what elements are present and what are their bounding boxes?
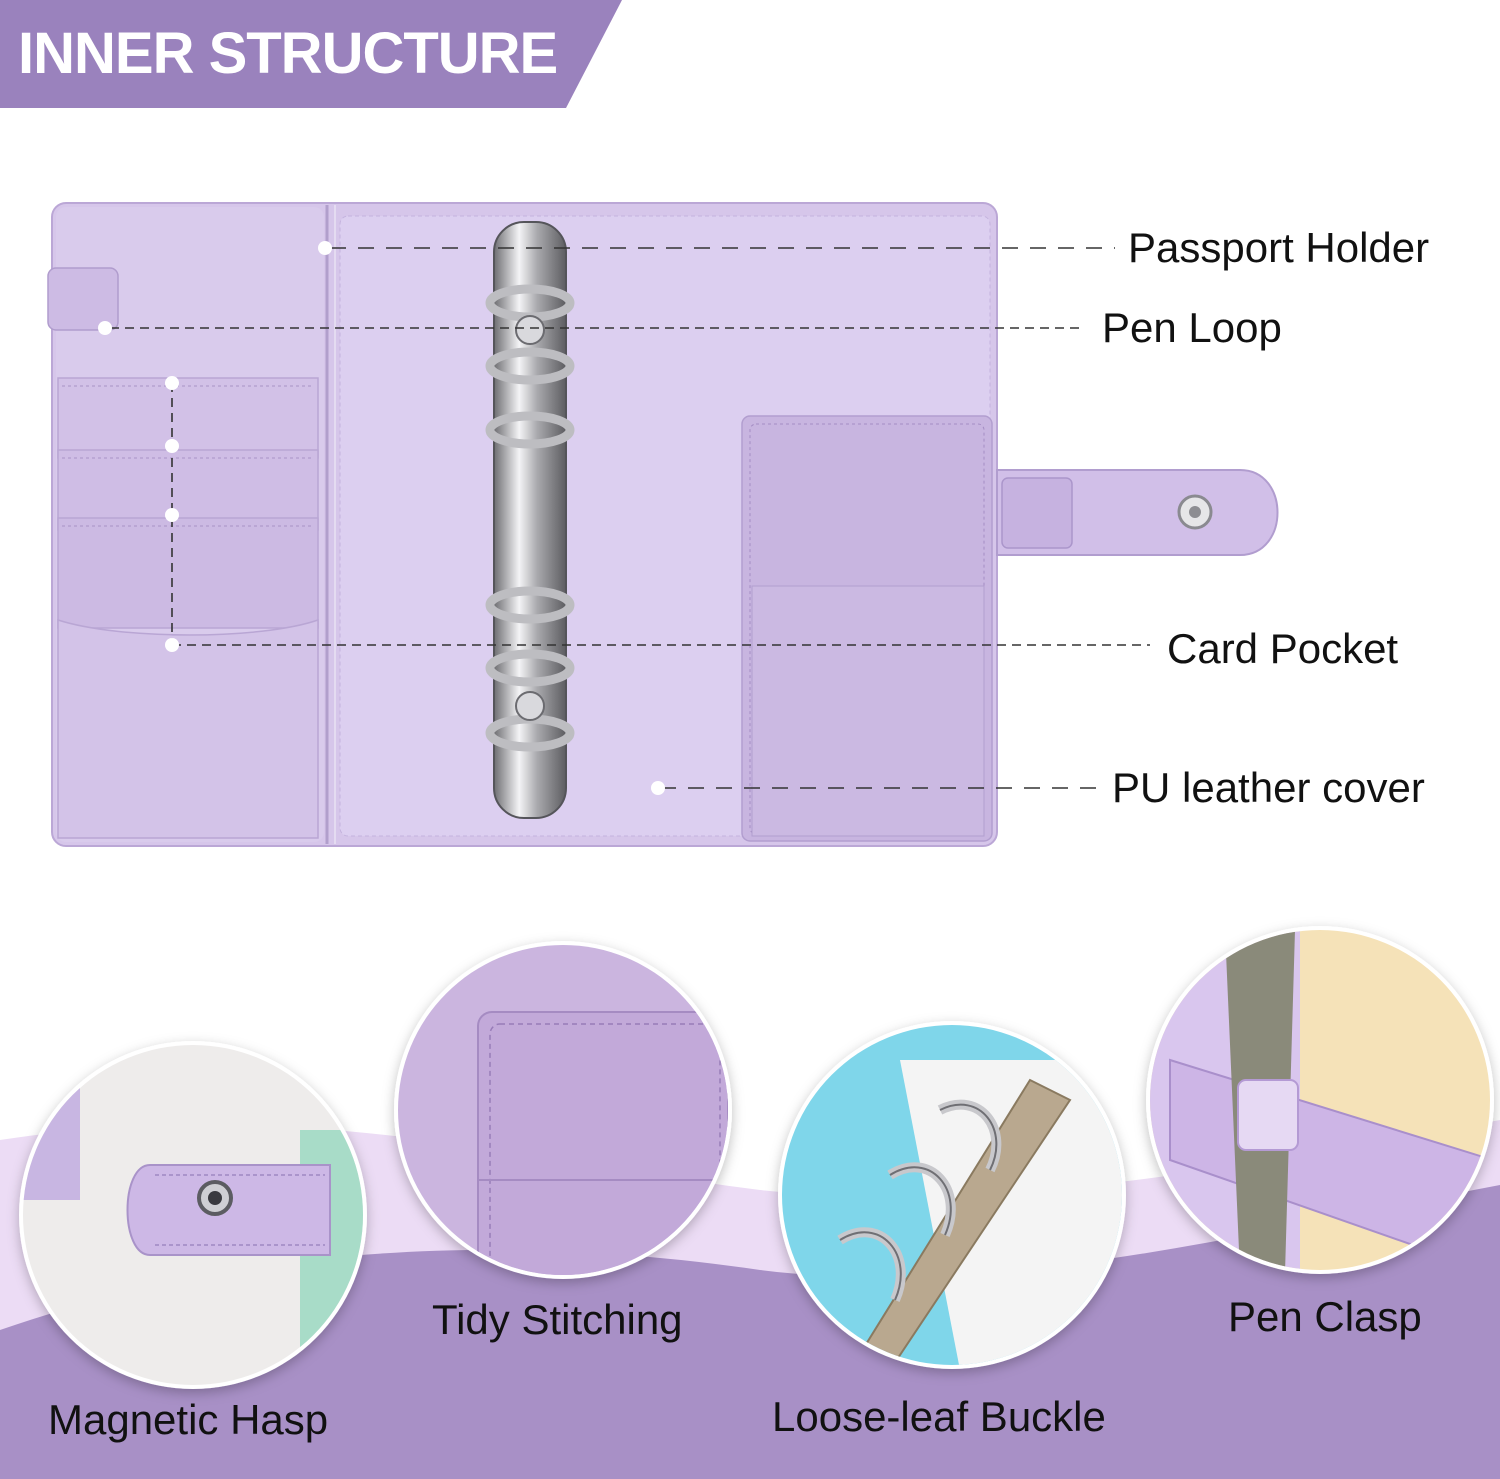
binder-illustration — [47, 202, 1279, 847]
magnetic-hasp-image — [19, 1041, 367, 1389]
loose-leaf-buckle-image — [778, 1021, 1126, 1369]
callout-pu-leather-cover: PU leather cover — [1112, 764, 1425, 811]
callout-pen-loop: Pen Loop — [1102, 304, 1282, 351]
label-loose-leaf-buckle: Loose-leaf Buckle — [772, 1393, 1106, 1440]
label-tidy-stitching: Tidy Stitching — [432, 1296, 683, 1343]
title-banner — [0, 0, 622, 108]
pen-clasp-image — [1146, 926, 1494, 1274]
label-magnetic-hasp: Magnetic Hasp — [48, 1396, 329, 1443]
label-pen-clasp: Pen Clasp — [1228, 1293, 1422, 1340]
callout-lines — [110, 247, 1150, 789]
banner-title: INNER STRUCTURE — [18, 21, 558, 86]
callout-card-pocket: Card Pocket — [1167, 625, 1399, 672]
tidy-stitching-image — [394, 941, 732, 1279]
callout-passport-holder: Passport Holder — [1128, 224, 1430, 271]
